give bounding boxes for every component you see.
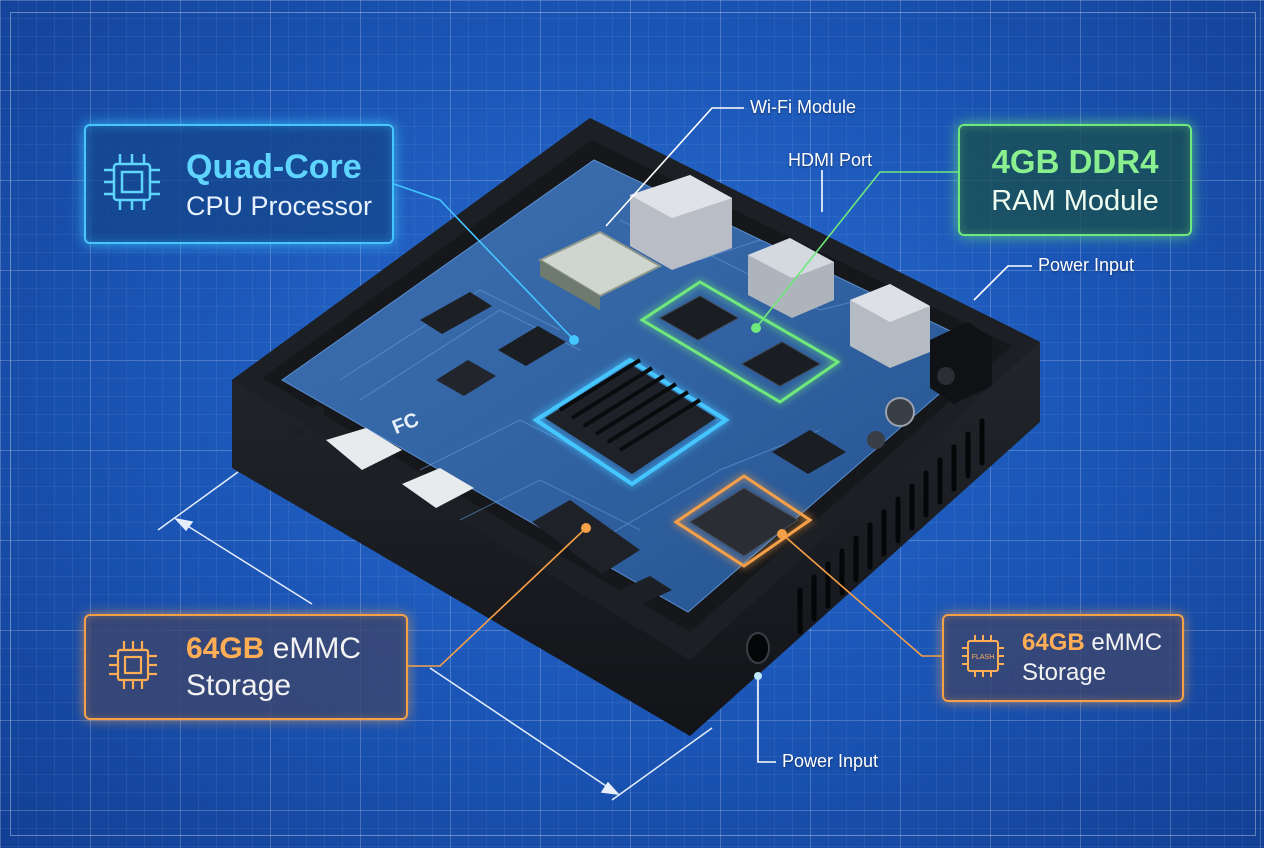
- ram-callout-subtitle: RAM Module: [991, 185, 1159, 217]
- usb-port: [850, 284, 930, 368]
- emmc-left-capacity: 64GB: [186, 632, 265, 665]
- flash-chip-icon: FLASH: [960, 633, 1006, 684]
- power-bottom-leader-dot: [754, 672, 762, 680]
- dc-jack: [930, 322, 992, 404]
- ram-leader-dot: [751, 323, 761, 333]
- pcb-traces: [339, 219, 901, 541]
- power-input-label-bottom: Power Input: [782, 751, 879, 771]
- blueprint-frame: [10, 12, 1256, 836]
- emmc-left-type: eMMC: [264, 632, 362, 665]
- cpu-callout-subtitle: CPU Processor: [186, 191, 373, 221]
- emmc-left-leader-dot: [581, 523, 591, 533]
- emmc-left-callout: 64GB eMMC Storage: [84, 614, 408, 720]
- cpu-callout: Quad-Core CPU Processor: [84, 124, 394, 244]
- power-bottom-leader: [757, 676, 776, 763]
- emmc-right-leader: [781, 533, 942, 657]
- ethernet-port: [630, 175, 732, 270]
- cpu-chip-icon: [100, 150, 164, 219]
- emmc-right-subtitle: Storage: [1022, 659, 1107, 686]
- power-input-label-top: Power Input: [1038, 255, 1135, 275]
- leader-lines: [393, 107, 1032, 763]
- ram-leader: [755, 171, 958, 329]
- power-jack: [746, 632, 770, 664]
- cpu-glow-box: [532, 357, 730, 487]
- cpu-leader: [393, 183, 575, 341]
- emmc-right-capacity: 64GB: [1022, 629, 1085, 656]
- emmc-left-leader: [408, 527, 587, 667]
- wifi-leader: [605, 107, 744, 227]
- wifi-module: [537, 230, 663, 310]
- emmc-left-subtitle: Storage: [186, 669, 292, 702]
- power-top-leader: [973, 265, 1032, 301]
- emmc-glow-box: [673, 474, 813, 568]
- emmc-right-type: eMMC: [1084, 629, 1163, 656]
- ram-callout: 4GB DDR4 RAM Module: [958, 124, 1192, 236]
- ram-callout-title: 4GB DDR4: [991, 143, 1159, 180]
- chip-icon: [106, 638, 160, 697]
- flash-icon-text: FLASH: [972, 654, 995, 661]
- emmc-right-title: 64GB eMMC: [1022, 628, 1162, 658]
- wifi-module-label: Wi-Fi Module: [750, 97, 857, 117]
- emmc-right-leader-dot: [777, 529, 787, 539]
- ram-chips: [658, 295, 822, 387]
- dimension-arrows: [157, 471, 713, 801]
- vent-slots: [797, 418, 985, 635]
- emmc-right-callout: FLASH 64GB eMMC Storage: [942, 614, 1184, 702]
- hdmi-port-label: HDMI Port: [788, 150, 873, 170]
- emmc-chip: [689, 487, 799, 557]
- ram-glow-box: [639, 280, 841, 404]
- cpu-leader-dot: [569, 335, 579, 345]
- emmc-left-title: 64GB eMMC: [186, 630, 361, 668]
- cpu-callout-title: Quad-Core: [186, 148, 362, 186]
- cpu-heatsink: [545, 358, 716, 474]
- misc-components: [293, 292, 915, 604]
